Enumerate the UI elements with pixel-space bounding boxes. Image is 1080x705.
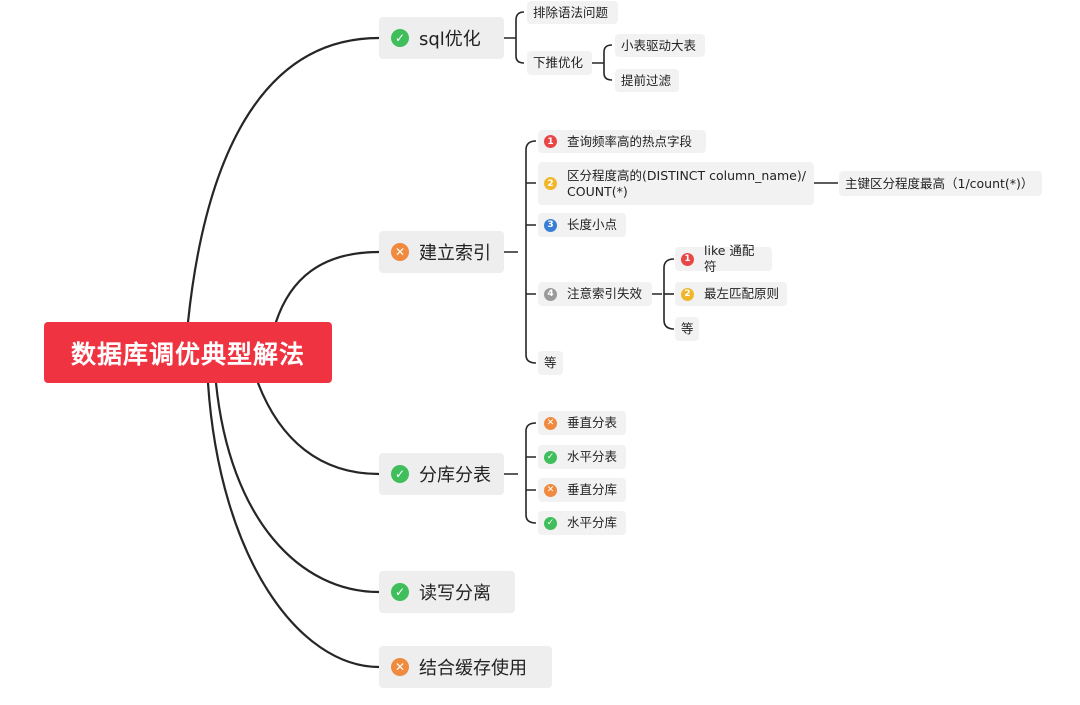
root-topic[interactable]: 数据库调优典型解法 [44, 322, 332, 383]
subtopic-vertical-db-label: 垂直分库 [567, 482, 618, 497]
topic-sharding[interactable]: ✓ 分库分表 [379, 453, 504, 495]
subtopic-horizontal-table[interactable]: ✓ 水平分表 [538, 445, 626, 469]
subtopic-hot-fields-label: 查询频率高的热点字段 [567, 133, 693, 149]
subtopic-horizontal-table-label: 水平分表 [567, 449, 618, 464]
cross-icon: ✕ [391, 243, 409, 261]
subtopic-like-wildcard[interactable]: 1 like 通配符 [675, 243, 772, 274]
priority-1-icon: 1 [544, 135, 557, 148]
connector-root-sql [186, 36, 381, 324]
subtopic-hot-fields[interactable]: 1 查询频率高的热点字段 [538, 130, 706, 153]
subtopic-invalid-etc-label: 等 [681, 321, 694, 336]
priority-4-icon: 4 [544, 287, 557, 301]
subtopic-horizontal-db-label: 水平分库 [567, 515, 618, 530]
subtopic-vertical-db[interactable]: ✕ 垂直分库 [538, 478, 626, 502]
topic-cache-label: 结合缓存使用 [419, 658, 527, 679]
subtopic-vertical-table[interactable]: ✕ 垂直分表 [538, 411, 626, 435]
cross-icon: ✕ [544, 483, 557, 497]
subtopic-like-wildcard-label: like 通配符 [704, 243, 755, 274]
bracket-pushdown [590, 44, 613, 81]
subtopic-horizontal-db[interactable]: ✓ 水平分库 [538, 511, 626, 535]
check-icon: ✓ [391, 29, 409, 47]
subtopic-distinct-label-line2: COUNT(*) [567, 183, 628, 199]
subtopic-distinct-label-line1: 区分程度高的(DISTINCT column_name)/ [567, 167, 806, 183]
connector-root-rw [214, 381, 381, 594]
bracket-sql [504, 11, 525, 64]
subtopic-pushdown-label: 下推优化 [533, 55, 584, 70]
cross-icon: ✕ [391, 658, 409, 676]
topic-sql[interactable]: ✓ sql优化 [379, 17, 504, 59]
subtopic-distinct[interactable]: 2 区分程度高的(DISTINCT column_name)/ COUNT(*) [538, 162, 814, 205]
connector-root-sharding [256, 381, 381, 476]
subtopic-small-drive[interactable]: 小表驱动大表 [615, 34, 705, 57]
check-icon: ✓ [391, 465, 409, 483]
subtopic-vertical-table-label: 垂直分表 [567, 415, 618, 430]
priority-2-icon: 2 [681, 287, 694, 301]
topic-cache[interactable]: ✕ 结合缓存使用 [379, 646, 552, 688]
priority-3-icon: 3 [544, 218, 557, 232]
check-icon: ✓ [391, 583, 409, 601]
subtopic-index-invalid-label: 注意索引失效 [567, 286, 643, 301]
topic-index[interactable]: ✕ 建立索引 [379, 231, 504, 273]
subtopic-small-drive-label: 小表驱动大表 [621, 37, 697, 53]
subtopic-short-length-label: 长度小点 [567, 217, 618, 232]
subtopic-index-invalid[interactable]: 4 注意索引失效 [538, 282, 652, 306]
cross-icon: ✕ [544, 416, 557, 430]
subtopic-early-filter-label: 提前过滤 [621, 72, 672, 88]
topic-index-label: 建立索引 [419, 243, 491, 264]
bracket-index [504, 140, 537, 364]
check-icon: ✓ [544, 516, 557, 530]
bracket-sharding [504, 422, 537, 524]
subtopic-primary-key-detail[interactable]: 主键区分程度最高（1/count(*)） [839, 171, 1042, 196]
subtopic-index-etc-label: 等 [544, 355, 557, 370]
subtopic-leftmost-match[interactable]: 2 最左匹配原则 [675, 282, 787, 306]
subtopic-primary-key-detail-label: 主键区分程度最高（1/count(*)） [845, 175, 1034, 191]
topic-rw[interactable]: ✓ 读写分离 [379, 571, 515, 613]
connector-root-cache [206, 381, 381, 669]
subtopic-index-etc[interactable]: 等 [538, 351, 563, 375]
subtopic-pushdown[interactable]: 下推优化 [527, 51, 592, 75]
connector-root-index [274, 250, 381, 324]
topic-sharding-label: 分库分表 [419, 465, 491, 486]
root-topic-label: 数据库调优典型解法 [70, 339, 305, 369]
topic-sql-label: sql优化 [419, 29, 481, 50]
subtopic-invalid-etc[interactable]: 等 [675, 317, 699, 341]
subtopic-leftmost-match-label: 最左匹配原则 [704, 286, 780, 301]
priority-2-icon: 2 [544, 177, 557, 190]
check-icon: ✓ [544, 450, 557, 464]
subtopic-exclude-syntax[interactable]: 排除语法问题 [527, 1, 618, 24]
subtopic-short-length[interactable]: 3 长度小点 [538, 213, 626, 237]
priority-1-icon: 1 [681, 252, 694, 266]
topic-rw-label: 读写分离 [419, 583, 491, 604]
subtopic-early-filter[interactable]: 提前过滤 [615, 69, 679, 92]
subtopic-exclude-syntax-label: 排除语法问题 [533, 4, 609, 20]
